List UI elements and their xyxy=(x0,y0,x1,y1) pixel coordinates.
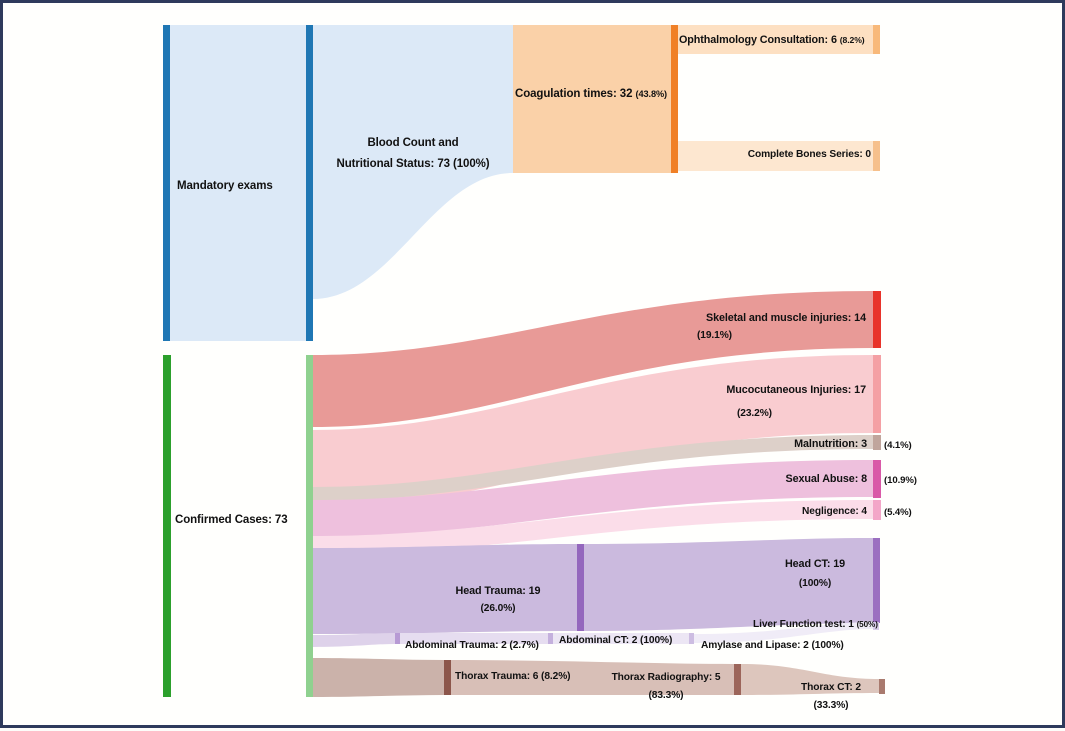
link-blood-to-coagulation xyxy=(313,25,513,299)
label-negligence: Negligence: 4 xyxy=(802,506,867,517)
link-amylase-to-liver-function xyxy=(694,622,873,643)
label-thorax-radiography-pct: (83.3%) xyxy=(648,690,684,701)
node-coagulation-times[interactable] xyxy=(671,25,678,173)
node-abdominal-trauma[interactable] xyxy=(395,633,400,644)
link-coagulation-to-ophthalmology xyxy=(678,25,873,54)
label-sexual-abuse-pct: (10.9%) xyxy=(884,475,917,486)
node-confirmed-cases-right[interactable] xyxy=(306,355,313,697)
node-amylase-lipase[interactable] xyxy=(689,633,694,644)
link-confirmed-to-head-trauma xyxy=(313,544,577,634)
link-confirmed-to-mucocutaneous xyxy=(313,355,873,508)
link-radiography-to-thorax-ct xyxy=(741,664,879,695)
label-abdominal-ct: Abdominal CT: 2 (100%) xyxy=(559,635,673,646)
node-malnutrition[interactable] xyxy=(873,435,881,450)
node-thorax-ct[interactable] xyxy=(879,679,885,694)
node-abdominal-ct[interactable] xyxy=(548,633,553,644)
label-liver-function-text: Liver Function test: 1 xyxy=(753,619,854,630)
node-complete-bones-series[interactable] xyxy=(873,141,880,171)
label-malnutrition-pct: (4.1%) xyxy=(884,440,912,451)
label-coagulation-times: Coagulation times: 32 (43.8%) xyxy=(515,87,667,101)
node-blood-count[interactable] xyxy=(306,25,313,341)
label-mandatory-exams: Mandatory exams xyxy=(177,180,273,192)
link-confirmed-to-skeletal xyxy=(313,291,873,427)
node-sexual-abuse[interactable] xyxy=(873,460,881,498)
label-head-ct: Head CT: 19 xyxy=(784,558,846,570)
node-head-ct[interactable] xyxy=(873,538,880,623)
label-blood-count-line2: Nutritional Status: 73 (100%) xyxy=(336,158,490,170)
label-ophthalmology-consultation: Ophthalmology Consultation: 6 (8.2%) xyxy=(679,34,865,47)
label-head-trauma-pct: (26.0%) xyxy=(480,603,516,614)
link-coagulation-to-complete-bones xyxy=(678,141,873,171)
link-abdominal-trauma-to-abdominal-ct xyxy=(400,633,548,644)
label-ophthalmology-text: Ophthalmology Consultation: 6 xyxy=(679,34,837,46)
link-abdominal-ct-to-amylase xyxy=(553,633,689,644)
label-thorax-ct: Thorax CT: 2 xyxy=(801,682,861,693)
sankey-svg xyxy=(163,25,885,697)
label-liver-function-test: Liver Function test: 1 (50%) xyxy=(753,619,878,632)
link-confirmed-to-negligence xyxy=(313,500,873,555)
label-mucocutaneous-injuries: Mucocutaneous Injuries: 17 xyxy=(726,384,866,396)
node-negligence[interactable] xyxy=(873,500,881,520)
node-thorax-radiography[interactable] xyxy=(734,664,741,695)
label-ophthalmology-pct: (8.2%) xyxy=(839,35,865,45)
link-blood-to-coagulation-orange xyxy=(513,25,671,173)
node-liver-function-test[interactable] xyxy=(873,622,879,630)
label-complete-bones-series: Complete Bones Series: 0 xyxy=(747,149,871,160)
link-thorax-trauma-to-radiography xyxy=(451,660,734,695)
link-mandatory-to-blood xyxy=(170,25,306,341)
node-confirmed-cases[interactable] xyxy=(163,355,171,697)
label-thorax-ct-pct: (33.3%) xyxy=(813,700,849,711)
label-amylase-lipase: Amylase and Lipase: 2 (100%) xyxy=(701,640,844,651)
node-thorax-trauma[interactable] xyxy=(444,660,451,695)
link-confirmed-to-thorax-trauma xyxy=(313,658,444,697)
label-malnutrition: Malnutrition: 3 xyxy=(794,438,867,450)
node-skeletal-muscle-injuries[interactable] xyxy=(873,291,881,348)
label-sexual-abuse: Sexual Abuse: 8 xyxy=(785,473,867,485)
link-confirmed-to-sexual-abuse xyxy=(313,460,873,537)
label-blood-count-line1: Blood Count and xyxy=(367,137,459,149)
node-mucocutaneous-injuries[interactable] xyxy=(873,355,881,433)
label-coagulation-times-pct: (43.8%) xyxy=(635,89,668,99)
label-skeletal-muscle-injuries-pct: (19.1%) xyxy=(697,330,732,341)
label-mucocutaneous-injuries-pct: (23.2%) xyxy=(737,408,772,419)
label-abdominal-trauma: Abdominal Trauma: 2 (2.7%) xyxy=(405,640,539,651)
label-head-trauma: Head Trauma: 19 xyxy=(455,585,541,597)
label-confirmed-cases: Confirmed Cases: 73 xyxy=(175,514,288,526)
label-coagulation-times-text: Coagulation times: 32 xyxy=(515,88,633,100)
sankey-diagram: Mandatory exams Blood Count and Nutritio… xyxy=(3,3,1065,731)
label-thorax-radiography: Thorax Radiography: 5 xyxy=(611,672,721,683)
label-head-ct-pct: (100%) xyxy=(798,578,832,589)
node-ophthalmology-consultation[interactable] xyxy=(873,25,880,54)
label-negligence-pct: (5.4%) xyxy=(884,507,912,518)
link-head-trauma-to-head-ct xyxy=(584,538,873,631)
node-head-trauma[interactable] xyxy=(577,544,584,631)
node-mandatory-exams[interactable] xyxy=(163,25,170,341)
label-skeletal-muscle-injuries: Skeletal and muscle injuries: 14 xyxy=(705,312,866,324)
link-confirmed-to-abdominal-trauma xyxy=(313,633,395,647)
label-thorax-trauma: Thorax Trauma: 6 (8.2%) xyxy=(455,671,571,682)
link-confirmed-to-malnutrition xyxy=(313,435,873,501)
label-liver-function-pct: (50%) xyxy=(856,620,878,629)
